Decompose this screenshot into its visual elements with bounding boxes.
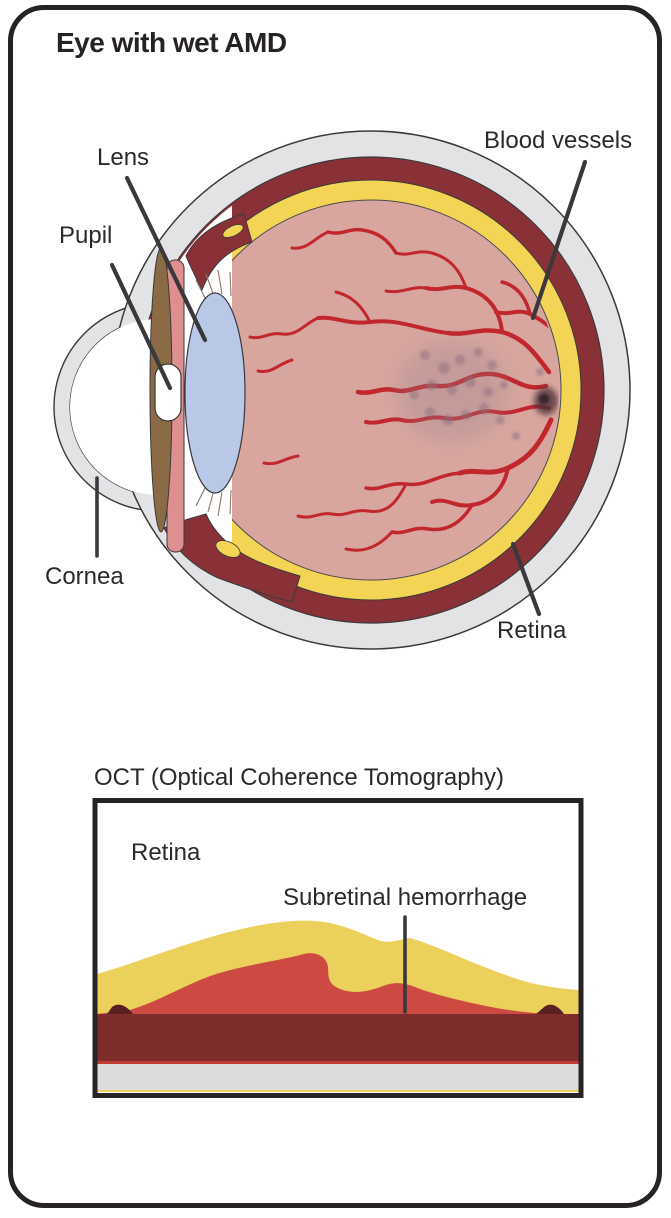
oct-notch-left [107, 1004, 133, 1014]
oct-panel-title: OCT (Optical Coherence Tomography) [94, 764, 504, 791]
pupil-pointer-line [109, 262, 173, 391]
oct-thin-red-line [97, 1061, 579, 1064]
figure-title: Eye with wet AMD [56, 27, 287, 58]
blood-vessels-label: Blood vessels [484, 127, 633, 154]
oct-rpe-band [97, 1014, 579, 1064]
ciliary-body-bottom [163, 513, 301, 603]
oct-frame [92, 798, 584, 1098]
oct-retina-label: Retina [131, 839, 201, 866]
blood-vessels-pointer-line [530, 159, 588, 321]
eye-illustration [53, 130, 631, 650]
oct-notch-right [536, 1004, 564, 1014]
zonule-fibers [195, 269, 232, 517]
cornea-label: Cornea [45, 563, 124, 590]
pupil-label: Pupil [59, 222, 113, 249]
lens-pointer-line [124, 175, 208, 343]
retina-edge-bottom [215, 540, 241, 558]
retina-label: Retina [497, 617, 567, 644]
lens-label: Lens [97, 144, 150, 171]
retina-pointer-line [510, 541, 542, 617]
drusen-spots [397, 342, 558, 442]
lens-shape [184, 292, 246, 494]
pupil-shape [154, 363, 182, 422]
oct-illustration [92, 798, 584, 1098]
oct-gray-band [97, 1064, 579, 1090]
retina-edge-top [222, 224, 244, 238]
subretinal-hemorrhage-label: Subretinal hemorrhage [283, 884, 528, 911]
